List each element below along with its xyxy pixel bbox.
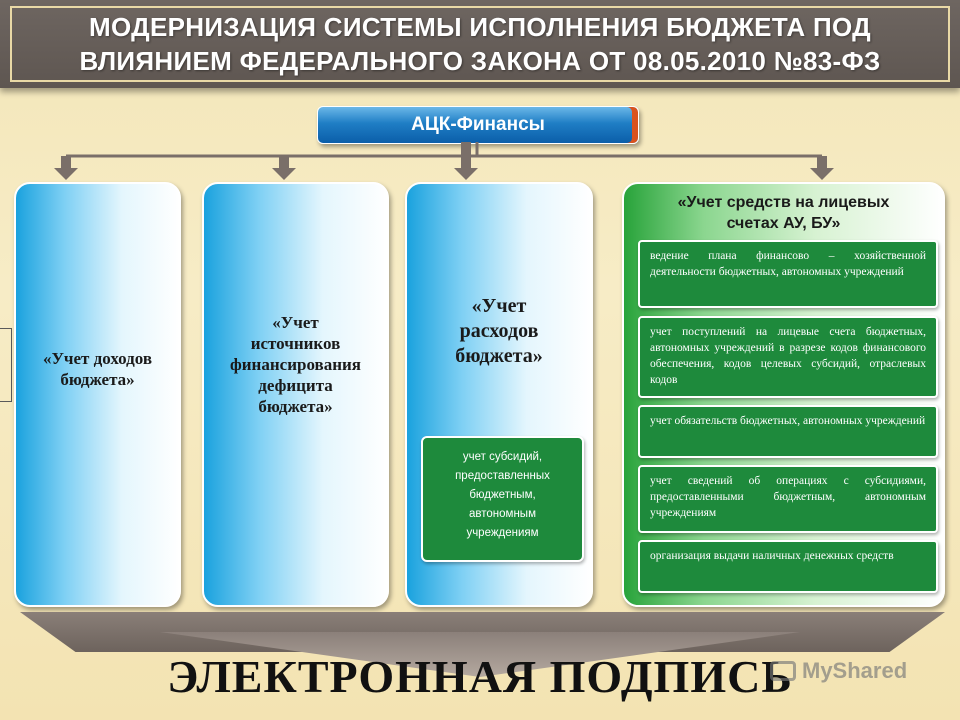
title-line: источников [250,334,341,353]
column-deficit-sources: «Учет источников финансирования дефицита… [202,182,389,607]
sub-line: учреждениям [466,527,539,539]
connector-arrow-2 [272,168,296,180]
connector-lines [54,142,834,180]
green-item-plan: ведение плана финансово – хозяйственной … [638,240,938,308]
title-bar: МОДЕРНИЗАЦИЯ СИСТЕМЫ ИСПОЛНЕНИЯ БЮДЖЕТА … [0,0,960,88]
title-line: «Учет [272,313,319,332]
connector-arrow-4 [810,168,834,180]
sub-line: автономным [469,508,536,520]
title-line: «Учет доходов [42,349,153,368]
column-deficit-sources-title: «Учет источников финансирования дефицита… [204,312,387,417]
title-line-2: ВЛИЯНИЕМ ФЕДЕРАЛЬНОГО ЗАКОНА ОТ 08.05.20… [79,46,881,76]
title-line: счетах АУ, БУ» [726,215,841,232]
connector-stem-4 [817,156,827,168]
title-line: бюджета» [455,345,543,367]
title-frame: МОДЕРНИЗАЦИЯ СИСТЕМЫ ИСПОЛНЕНИЯ БЮДЖЕТА … [10,6,950,82]
column-income: «Учет доходов бюджета» [14,182,181,607]
sub-line: учет субсидий, [462,451,543,463]
green-item-cash: организация выдачи наличных денежных сре… [638,540,938,593]
title-line: дефицита [258,376,333,395]
title-line: бюджета» [258,397,333,416]
column-income-title: «Учет доходов бюджета» [16,348,179,390]
watermark-icon [770,661,796,681]
sub-line: бюджетным, [469,489,536,501]
title-line: бюджета» [60,370,135,389]
column-personal-accounts-title: «Учет средств на лицевых счетах АУ, БУ» [624,192,943,234]
green-item-obligations: учет обязательств бюджетных, автономных … [638,405,938,458]
title-line-1: МОДЕРНИЗАЦИЯ СИСТЕМЫ ИСПОЛНЕНИЯ БЮДЖЕТА … [89,12,871,42]
connector-stem-3 [461,142,471,168]
title-line: «Учет средств на лицевых [677,194,890,211]
connector-stem-1 [61,156,71,168]
title-line: «Учет [471,295,527,317]
subsidy-accounting-box: учет субсидий, предоставленных бюджетным… [421,436,584,562]
watermark: MyShared [770,658,907,684]
watermark-text: MyShared [802,658,908,683]
connector-arrow-1 [54,168,78,180]
title-line: финансирования [230,355,361,374]
sub-line: предоставленных [455,470,550,482]
page-title: МОДЕРНИЗАЦИЯ СИСТЕМЫ ИСПОЛНЕНИЯ БЮДЖЕТА … [79,10,880,78]
column-expenses-title: «Учет расходов бюджета» [407,294,591,369]
green-item-receipts: учет поступлений на лицевые счета бюджет… [638,316,938,398]
title-line: расходов [459,320,539,342]
connector-stem-2 [279,156,289,168]
left-edge-mark [0,328,12,402]
electronic-signature-label: ЭЛЕКТРОННАЯ ПОДПИСЬ [167,651,793,702]
green-item-subsidy-operations: учет сведений об операциях с субсидиями,… [638,465,938,533]
root-node-ack-finance: АЦК-Финансы [317,106,639,144]
connector-arrow-3 [454,168,478,180]
